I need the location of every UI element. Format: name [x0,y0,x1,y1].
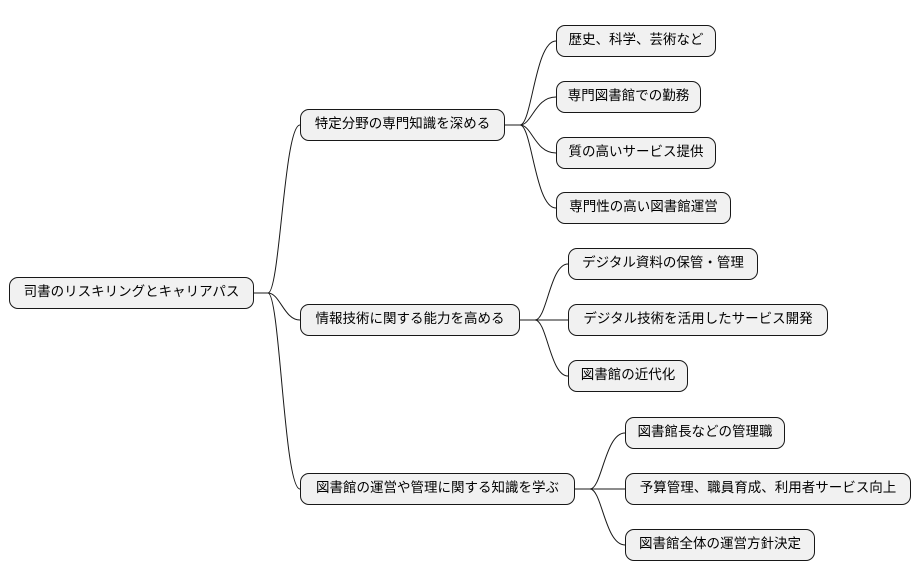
branch-node-specialty: 特定分野の専門知識を深める [300,109,505,141]
leaf-node: 歴史、科学、芸術など [556,25,716,57]
leaf-node: デジタル技術を活用したサービス開発 [568,304,828,336]
leaf-node: 図書館全体の運営方針決定 [625,529,815,561]
leaf-node: デジタル資料の保管・管理 [568,248,758,280]
leaf-node: 専門性の高い図書館運営 [556,192,731,224]
leaf-node: 図書館の近代化 [568,360,688,392]
branch-node-management: 図書館の運営や管理に関する知識を学ぶ [300,473,575,505]
leaf-node: 図書館長などの管理職 [625,417,785,449]
leaf-node: 質の高いサービス提供 [556,137,716,169]
branch-node-it: 情報技術に関する能力を高める [300,304,520,336]
root-node: 司書のリスキリングとキャリアパス [9,277,254,309]
leaf-node: 専門図書館での勤務 [556,81,701,113]
leaf-node: 予算管理、職員育成、利用者サービス向上 [625,473,911,505]
